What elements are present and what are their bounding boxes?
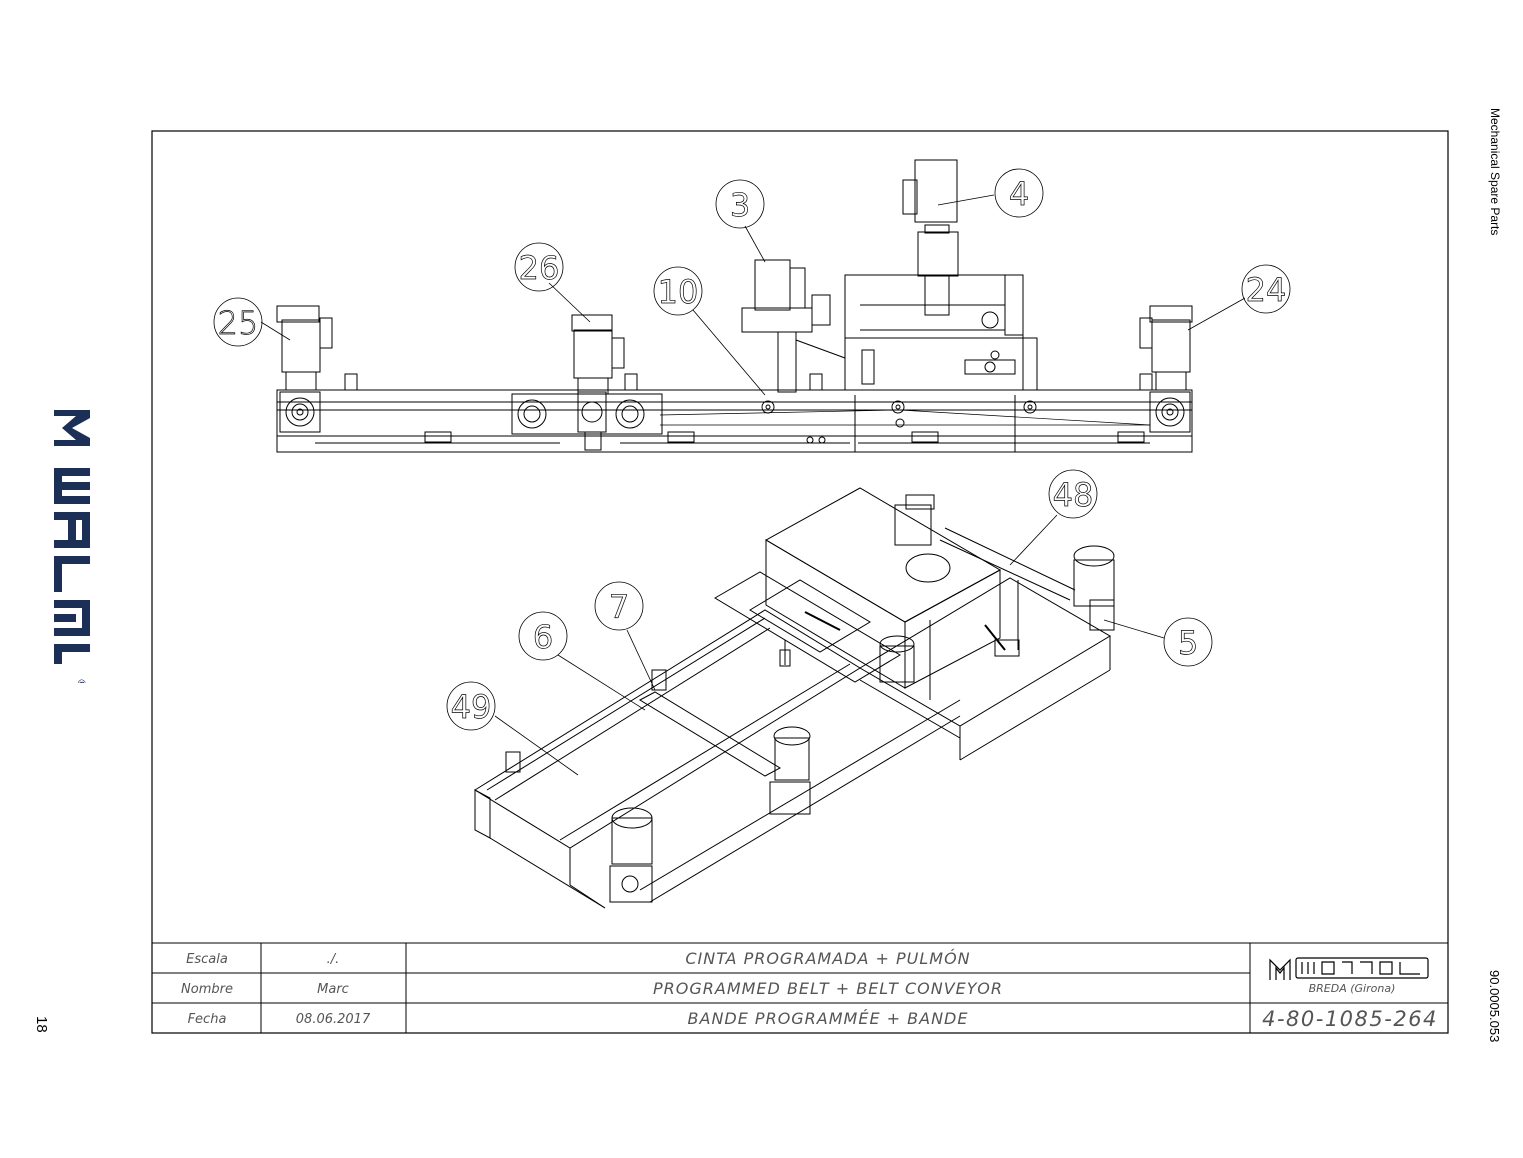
callouts: 25 26 10 3 4 24 48 7 xyxy=(213,168,1291,776)
document-code: 90.0005.053 xyxy=(1487,970,1502,1043)
callout-6: 6 xyxy=(518,611,568,661)
top-view-drawing xyxy=(276,159,1193,453)
callout-label-25: 25 xyxy=(218,304,259,342)
callout-label-10: 10 xyxy=(658,273,699,311)
callout-label-5: 5 xyxy=(1178,624,1198,662)
label-escala: Escala xyxy=(186,952,228,967)
value-escala: ./. xyxy=(327,952,340,967)
callout-24: 24 xyxy=(1241,264,1291,314)
callout-label-24: 24 xyxy=(1246,271,1287,309)
title-block-text: Escala Nombre Fecha ./. Marc 08.06.2017 … xyxy=(181,949,1438,1031)
callout-25: 25 xyxy=(213,297,263,347)
callout-3: 3 xyxy=(715,179,765,229)
callout-4: 4 xyxy=(994,168,1044,218)
drawing-frame xyxy=(151,130,1449,1034)
title-french: BANDE PROGRAMMÉE + BANDE xyxy=(688,1009,969,1028)
label-fecha: Fecha xyxy=(188,1012,227,1027)
registered-mark: ® xyxy=(75,678,88,683)
title-block xyxy=(152,942,1448,1033)
side-title: Mechanical Spare Parts xyxy=(1488,108,1502,236)
callout-label-26: 26 xyxy=(519,249,560,287)
title-english: PROGRAMMED BELT + BELT CONVEYOR xyxy=(653,979,1003,998)
callout-49: 49 xyxy=(446,681,496,731)
label-nombre: Nombre xyxy=(181,982,233,997)
title-spanish: CINTA PROGRAMADA + PULMÓN xyxy=(685,949,970,968)
callout-label-49: 49 xyxy=(451,688,492,726)
callout-10: 10 xyxy=(653,266,703,316)
value-fecha: 08.06.2017 xyxy=(296,1012,371,1027)
title-block-logo xyxy=(1269,957,1429,980)
isometric-view-drawing xyxy=(474,487,1115,909)
drawing-number: 4-80-1085-264 xyxy=(1262,1007,1438,1031)
value-nombre: Marc xyxy=(317,982,349,997)
company-location: BREDA (Girona) xyxy=(1309,982,1396,995)
callout-26: 26 xyxy=(514,242,564,292)
callout-label-48: 48 xyxy=(1053,476,1094,514)
callout-label-4: 4 xyxy=(1009,175,1029,213)
page-number: 18 xyxy=(33,1016,50,1033)
callout-7: 7 xyxy=(594,581,644,631)
metal-brand-logo: ® xyxy=(54,410,90,683)
callout-5: 5 xyxy=(1163,617,1213,667)
callout-label-3: 3 xyxy=(730,186,750,224)
callout-label-6: 6 xyxy=(533,618,553,656)
callout-48: 48 xyxy=(1048,469,1098,519)
callout-label-7: 7 xyxy=(609,588,629,626)
